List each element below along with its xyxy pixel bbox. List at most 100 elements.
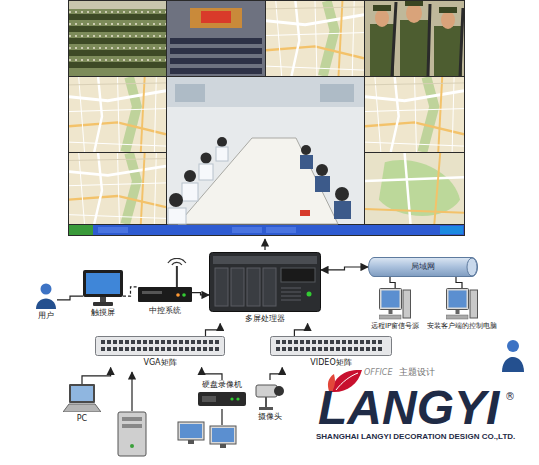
port bbox=[318, 347, 322, 351]
lan-band: 局域网 bbox=[368, 257, 478, 277]
port bbox=[209, 347, 213, 351]
keyboard bbox=[379, 315, 401, 319]
tower bbox=[470, 290, 478, 318]
port bbox=[155, 340, 159, 344]
port bbox=[366, 347, 370, 351]
laptop-base bbox=[63, 404, 101, 412]
control-system: 中控系统 bbox=[138, 258, 192, 316]
port bbox=[131, 347, 135, 351]
port bbox=[107, 347, 111, 351]
port bbox=[372, 347, 376, 351]
connector bbox=[456, 277, 462, 288]
led bbox=[236, 397, 239, 400]
pc-laptop: PC bbox=[63, 384, 101, 424]
monitor-set bbox=[178, 422, 236, 448]
port bbox=[125, 340, 129, 344]
map-tile bbox=[365, 153, 464, 224]
port bbox=[378, 347, 382, 351]
signal-arc bbox=[168, 258, 186, 263]
connector bbox=[192, 293, 209, 295]
port bbox=[312, 347, 316, 351]
lens bbox=[274, 386, 284, 396]
server-tower bbox=[118, 412, 146, 456]
control-icon bbox=[138, 258, 192, 304]
taskbar bbox=[69, 225, 464, 235]
port bbox=[143, 347, 147, 351]
port bbox=[336, 340, 340, 344]
parade-tile bbox=[69, 1, 166, 76]
dvr-box: 硬盘录像机 bbox=[198, 380, 246, 406]
node-label: 局域网 bbox=[395, 257, 451, 277]
screen-frame bbox=[83, 270, 123, 297]
soldier-tile bbox=[365, 1, 464, 76]
logo-wordmark: LANGYI bbox=[318, 384, 499, 432]
camera-icon bbox=[255, 380, 285, 410]
port bbox=[288, 347, 292, 351]
port bbox=[119, 347, 123, 351]
port bbox=[300, 347, 304, 351]
port bbox=[306, 340, 310, 344]
node-label: 硬盘录像机 bbox=[202, 380, 242, 390]
screen-processor: 多屏处理器 bbox=[209, 252, 321, 324]
port bbox=[167, 347, 171, 351]
display bbox=[202, 396, 216, 402]
tray bbox=[440, 226, 463, 234]
port bbox=[197, 347, 201, 351]
dvr-icon bbox=[198, 392, 246, 406]
task-button bbox=[232, 227, 262, 233]
control-box bbox=[138, 287, 192, 302]
port bbox=[101, 347, 105, 351]
port bbox=[288, 340, 292, 344]
port bbox=[203, 347, 207, 351]
output-arrow bbox=[264, 239, 265, 250]
port bbox=[330, 347, 334, 351]
node-label: 用户 bbox=[38, 311, 54, 321]
start-button bbox=[69, 225, 93, 235]
signal-arc bbox=[172, 262, 182, 265]
stand bbox=[456, 310, 460, 314]
port bbox=[360, 347, 364, 351]
port bbox=[276, 340, 280, 344]
map-tile bbox=[69, 153, 166, 224]
drive-bay bbox=[263, 268, 276, 306]
port bbox=[342, 347, 346, 351]
node-label: 中控系统 bbox=[149, 306, 181, 316]
port bbox=[155, 347, 159, 351]
port bbox=[101, 340, 105, 344]
port bbox=[179, 340, 183, 344]
operator-icon bbox=[502, 340, 524, 372]
signal-line bbox=[221, 409, 222, 425]
body bbox=[36, 299, 56, 310]
registered-mark: ® bbox=[505, 392, 515, 402]
port bbox=[306, 347, 310, 351]
port bbox=[161, 347, 165, 351]
mount-base bbox=[259, 407, 273, 410]
port bbox=[137, 347, 141, 351]
port bbox=[173, 340, 177, 344]
node-label: VGA矩阵 bbox=[143, 358, 176, 368]
port bbox=[324, 340, 328, 344]
slot bbox=[142, 291, 162, 294]
laptop-screen bbox=[71, 386, 93, 401]
chassis bbox=[210, 253, 321, 312]
drive-bay bbox=[215, 268, 228, 306]
port bbox=[185, 340, 189, 344]
port bbox=[149, 340, 153, 344]
connector bbox=[390, 277, 395, 288]
map-tile bbox=[365, 77, 464, 152]
node-label: 触摸屏 bbox=[91, 308, 115, 318]
port bbox=[336, 347, 340, 351]
port bbox=[300, 340, 304, 344]
company-name: SHANGHAI LANGYI DECORATION DESIGN CO.,LT… bbox=[316, 433, 515, 441]
monitor bbox=[447, 289, 469, 310]
laptop-icon bbox=[63, 384, 101, 412]
tower bbox=[403, 290, 411, 318]
node-label: 摄像头 bbox=[258, 412, 282, 422]
cylinder-body bbox=[369, 258, 478, 277]
matrix-body bbox=[96, 337, 225, 356]
meeting-tile bbox=[167, 77, 364, 224]
task-button bbox=[266, 227, 296, 233]
port bbox=[342, 340, 346, 344]
port bbox=[179, 347, 183, 351]
monitor bbox=[380, 289, 402, 310]
